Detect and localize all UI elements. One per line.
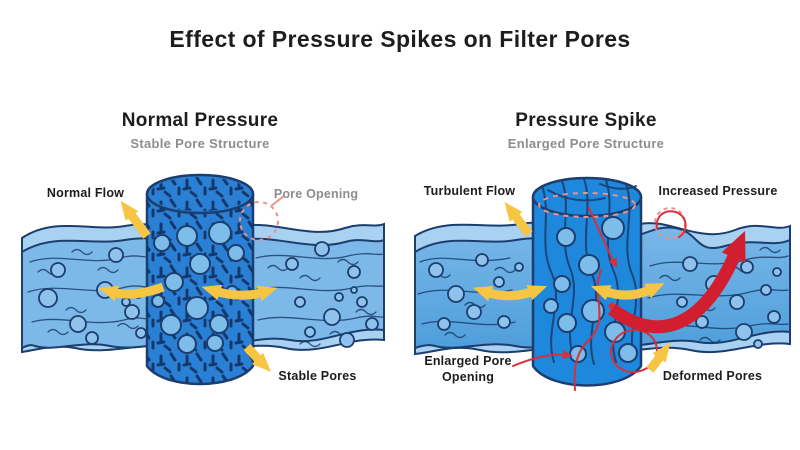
turbulent-flow-arrow-icon xyxy=(504,201,533,237)
enlarged-pore-opening-label: Enlarged Pore Opening xyxy=(424,354,512,384)
right-exchange-arrow-left-icon xyxy=(472,285,548,302)
deformed-pores-label: Deformed Pores xyxy=(662,369,763,383)
turbulence-swirl xyxy=(655,210,687,238)
left-outflow-arrow-icon xyxy=(98,282,165,302)
normal-flow-arrow-icon xyxy=(120,200,151,239)
pore-opening-indicator xyxy=(239,195,285,241)
deformed-pores-arrow-icon xyxy=(646,342,671,373)
page-title: Effect of Pressure Spikes on Filter Pore… xyxy=(169,26,631,52)
pore-opening-label: Pore Opening xyxy=(273,187,359,201)
left-water-flow-lines xyxy=(27,248,385,348)
left-exchange-arrow-icon xyxy=(201,284,278,302)
right-panel-art xyxy=(414,176,791,391)
stable-pores-arrow-icon xyxy=(243,344,271,372)
right-panel-heading: Pressure Spike xyxy=(515,110,657,131)
left-water-bubbles xyxy=(38,241,379,348)
increased-pressure-arrow-icon xyxy=(608,230,746,334)
left-panel-art xyxy=(21,173,385,386)
turbulent-flow-label: Turbulent Flow xyxy=(423,184,516,198)
increased-pressure-label: Increased Pressure xyxy=(658,184,778,198)
right-panel-subheading: Enlarged Pore Structure xyxy=(507,136,665,151)
rim-stress-dashed-ellipse xyxy=(538,192,636,218)
right-filter-cylinder xyxy=(531,176,643,387)
normal-flow-label: Normal Flow xyxy=(46,186,125,200)
right-exchange-arrow-right-icon xyxy=(590,283,665,301)
left-filter-cylinder xyxy=(145,173,255,386)
stable-pores-label: Stable Pores xyxy=(278,369,357,383)
pressure-stress-indicators xyxy=(512,192,687,391)
left-panel-heading: Normal Pressure xyxy=(121,110,279,131)
left-panel-subheading: Stable Pore Structure xyxy=(130,136,270,151)
enlarged-pore-leader xyxy=(512,350,573,367)
internal-flow-arrow xyxy=(588,207,618,269)
